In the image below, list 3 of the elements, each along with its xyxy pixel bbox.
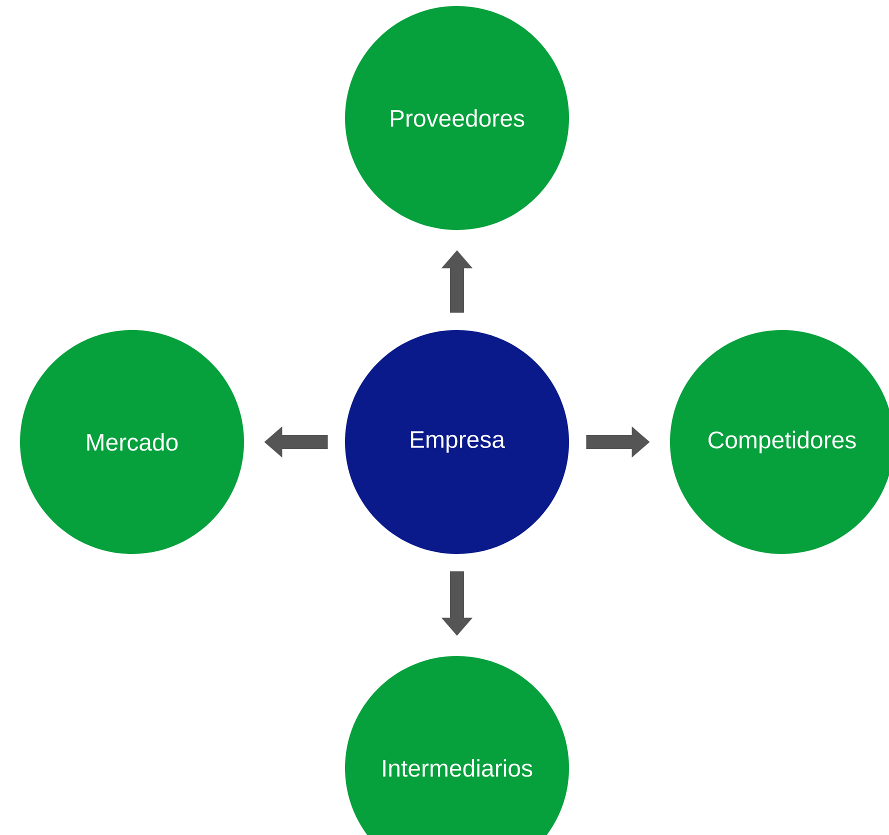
circle-node: Proveedores	[345, 6, 569, 230]
circle-node: Empresa	[345, 330, 569, 554]
circle-node: Mercado	[20, 330, 244, 554]
